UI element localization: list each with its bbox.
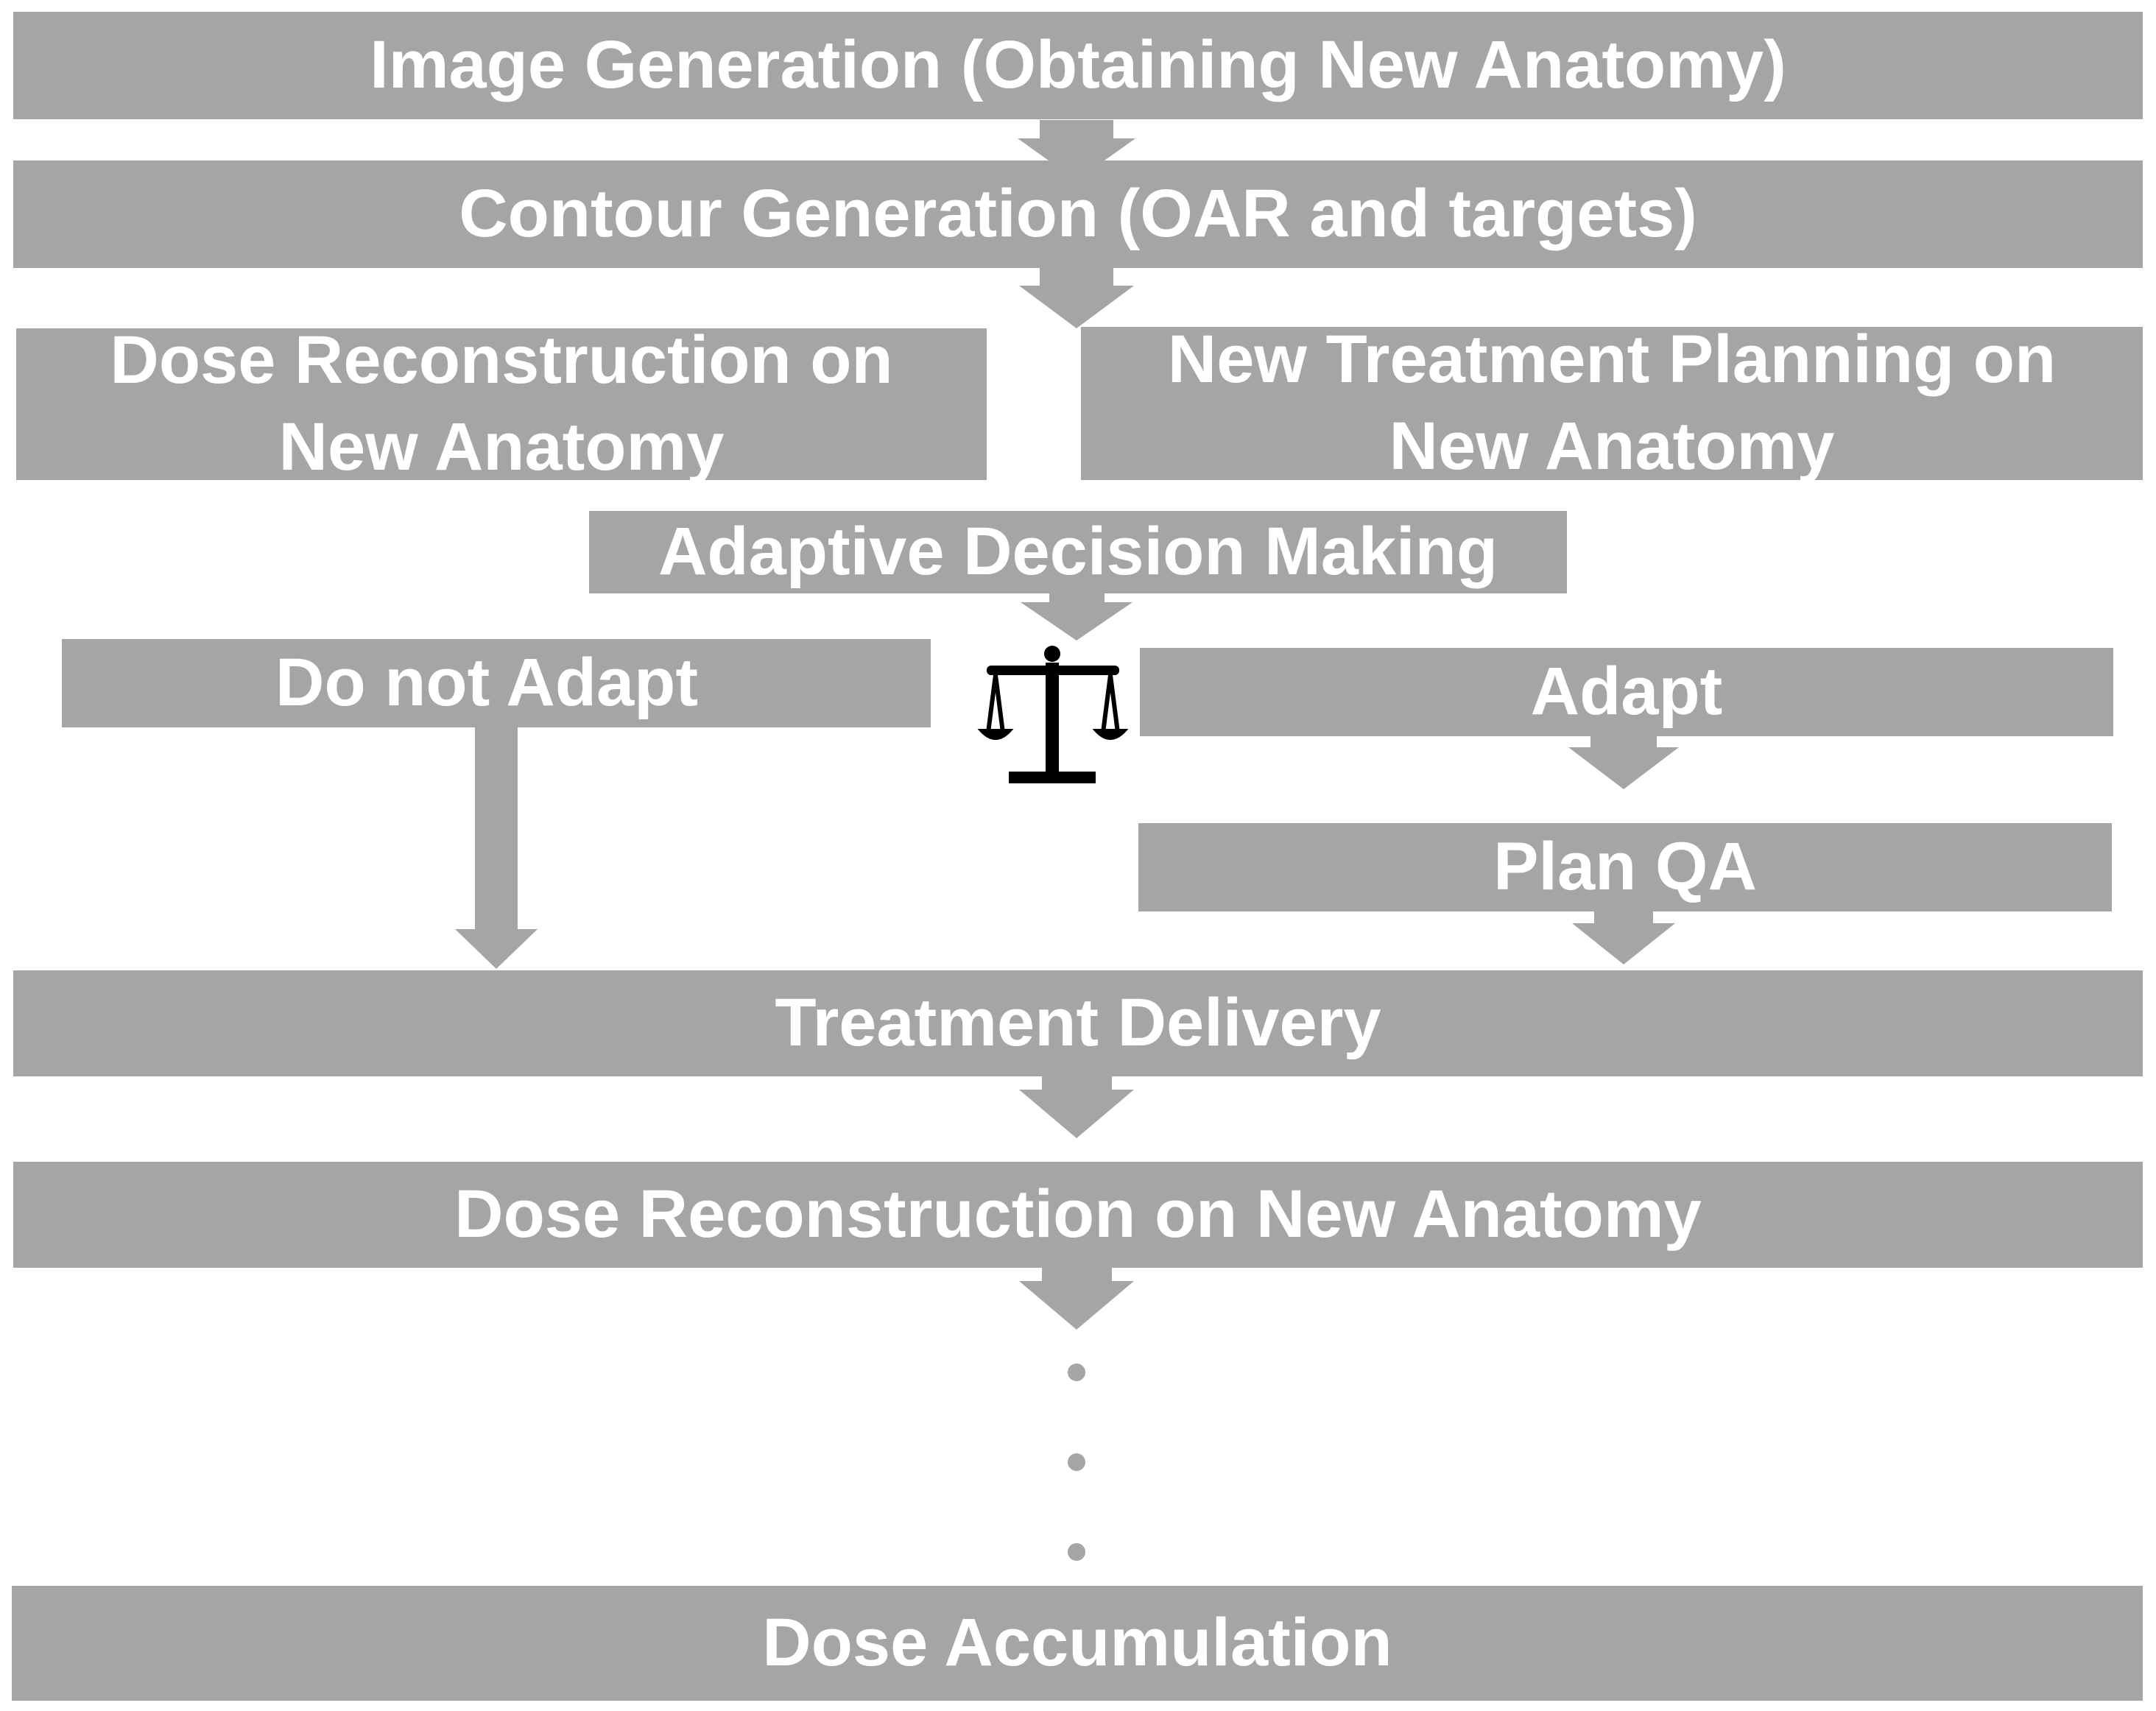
dose-accumulation-box: Dose Accumulation [12,1586,2143,1701]
adapt-box: Adapt [1140,648,2113,736]
arrow-contour-to-branches [1019,268,1134,328]
new-treatment-planning-line-2: New Anatomy [1389,409,1835,484]
arrow-plan-qa-to-delivery [1572,911,1675,964]
dose-accumulation-label: Dose Accumulation [762,1605,1392,1681]
new-treatment-planning-box: New Treatment Planning on New Anatomy [1081,322,2143,484]
contour-generation-label: Contour Generation (OAR and targets) [459,176,1697,252]
dose-reconstruction-left-line-2: New Anatomy [278,409,725,484]
treatment-delivery-box: Treatment Delivery [13,970,2143,1076]
arrow-reconstruction-to-ellipsis [1019,1268,1134,1330]
dose-reconstruction-left-box: Dose Reconstruction on New Anatomy [16,322,987,484]
do-not-adapt-box: Do not Adapt [62,639,931,727]
arrow-do-not-adapt-to-delivery [455,727,538,969]
dose-reconstruction-left-line-1: Dose Reconstruction on [110,322,893,398]
treatment-delivery-label: Treatment Delivery [775,985,1381,1061]
arrow-delivery-to-reconstruction [1019,1076,1134,1138]
arrow-adapt-to-plan-qa [1568,736,1679,789]
ellipsis-dot-3 [1068,1543,1085,1561]
image-generation-label: Image Generation (Obtaining New Anatomy) [370,27,1786,103]
do-not-adapt-label: Do not Adapt [275,645,699,721]
plan-qa-label: Plan QA [1493,829,1757,905]
arrow-image-to-contour [1018,120,1135,180]
dose-reconstruction-label: Dose Reconstruction on New Anatomy [454,1176,1702,1252]
arrow-decision-to-branches [1021,593,1132,641]
adaptive-decision-label: Adaptive Decision Making [658,514,1498,590]
dose-reconstruction-box: Dose Reconstruction on New Anatomy [13,1162,2143,1268]
ellipsis-dot-2 [1068,1453,1085,1471]
plan-qa-box: Plan QA [1138,823,2112,911]
adapt-label: Adapt [1530,654,1723,730]
ellipsis-dot-1 [1068,1363,1085,1381]
contour-generation-box: Contour Generation (OAR and targets) [13,160,2143,268]
image-generation-box: Image Generation (Obtaining New Anatomy) [13,12,2143,119]
new-treatment-planning-line-1: New Treatment Planning on [1167,322,2057,398]
adaptive-decision-box: Adaptive Decision Making [589,511,1567,593]
balance-scale-icon [977,646,1129,783]
